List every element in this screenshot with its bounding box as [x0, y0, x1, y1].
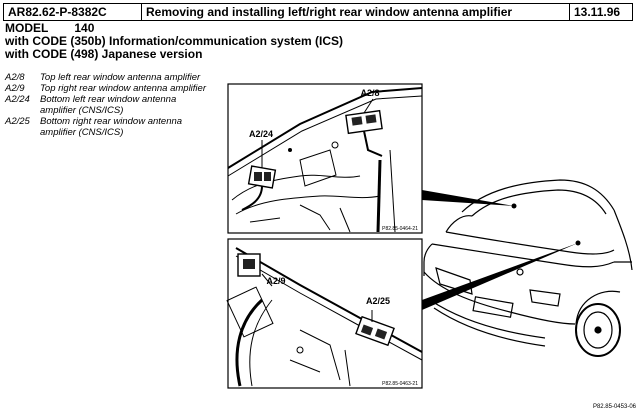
figure-caption: P82.85-0453-06 — [593, 404, 637, 410]
model-code-ics: with CODE (350b) Information/communicati… — [5, 34, 344, 48]
legend-text: Bottom right rear window antenna amplifi… — [40, 116, 183, 138]
callout-lines — [422, 190, 581, 310]
legend-code: A2/9 — [5, 83, 25, 94]
legend-item: A2/8 Top left rear window antenna amplif… — [5, 72, 210, 83]
label-a2-25: A2/25 — [366, 296, 390, 306]
car-rear-view — [423, 179, 633, 357]
legend-item: A2/25 Bottom right rear window antenna a… — [5, 116, 210, 138]
legend-text: Bottom left rear window antenna amplifie… — [40, 94, 177, 116]
doc-title: Removing and installing left/right rear … — [142, 4, 570, 20]
doc-date: 13.11.96 — [574, 5, 621, 19]
model-code-japan: with CODE (498) Japanese version — [5, 47, 203, 61]
model-block: MODEL 140 with CODE (350b) Information/co… — [5, 22, 343, 61]
model-label: MODEL — [5, 21, 49, 35]
model-value: 140 — [74, 21, 95, 35]
legend-text: Top left rear window antenna amplifier — [40, 72, 201, 83]
label-a2-8: A2/8 — [360, 88, 379, 98]
legend-item: A2/9 Top right rear window antenna ampli… — [5, 83, 210, 94]
document-header: AR82.62-P-8382C Removing and installing … — [3, 3, 633, 21]
legend-code: A2/8 — [5, 72, 25, 83]
top-detail-panel: A2/8 A2/24 P82.85-0464-21 — [227, 83, 423, 234]
legend-text: Top right rear window antenna amplifier — [40, 83, 206, 94]
top-panel-caption: P82.85-0464-21 — [382, 226, 418, 232]
doc-id: AR82.62-P-8382C — [4, 4, 142, 20]
bottom-detail-panel: A2/9 A2/25 P82.85-0463-21 — [226, 238, 423, 389]
bottom-panel-caption: P82.85-0463-21 — [382, 381, 418, 387]
legend-code: A2/25 — [5, 116, 30, 127]
label-a2-24: A2/24 — [249, 129, 273, 139]
component-legend: A2/8 Top left rear window antenna amplif… — [5, 72, 210, 138]
legend-item: A2/24 Bottom left rear window antenna am… — [5, 94, 210, 116]
legend-code: A2/24 — [5, 94, 30, 105]
label-a2-9: A2/9 — [266, 276, 285, 286]
